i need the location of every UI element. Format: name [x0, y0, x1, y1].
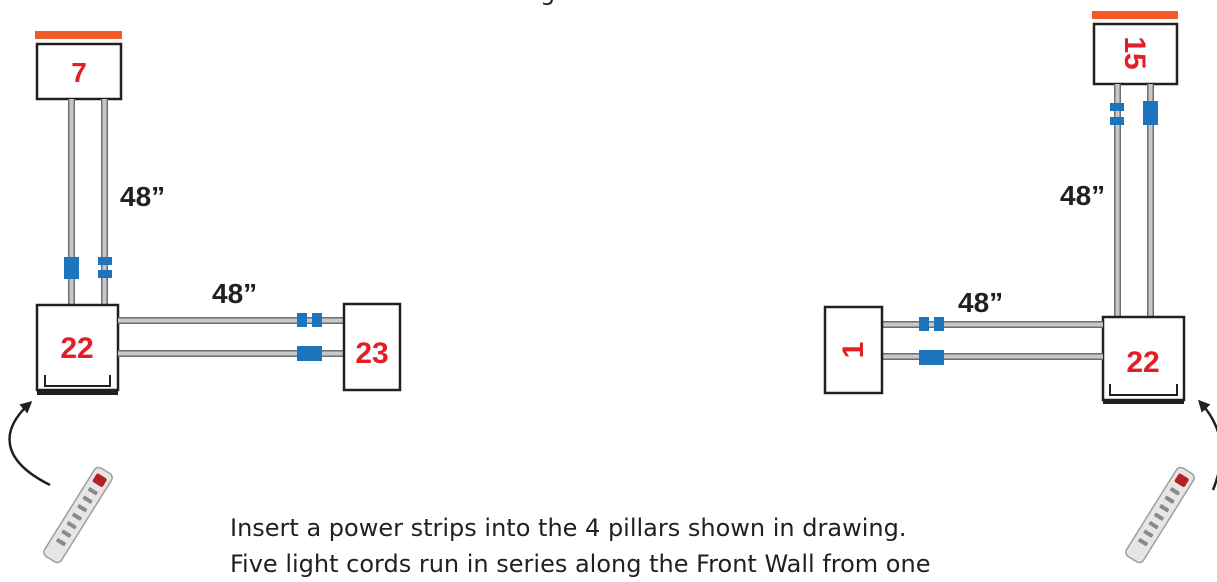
- left-vertical-span-label: 48”: [120, 181, 165, 212]
- right-horizontal-connector-split: [919, 317, 944, 331]
- instruction-line-2: Five light cords run in series along the…: [230, 550, 931, 578]
- pillar-15-label: 15: [1118, 36, 1151, 69]
- right-horizontal-cords: [882, 321, 1103, 360]
- pillar-7-label: 7: [71, 57, 87, 88]
- pillar-15: [1092, 22, 1179, 86]
- right-pillar-22-label: 22: [1126, 346, 1159, 379]
- right-horizontal-connector-plug: [919, 350, 944, 365]
- right-pillar-22: [1101, 315, 1186, 402]
- left-horizontal-connector-split: [297, 313, 322, 327]
- left-power-strip-icon: [41, 464, 115, 566]
- left-group: 7 48” 22 48”: [8, 31, 402, 566]
- left-horizontal-connector-plug: [297, 346, 322, 361]
- left-pillar-22-bracket: [44, 375, 111, 387]
- right-group: 15 48” 22 48”: [823, 11, 1217, 566]
- left-horizontal-span-label: 48”: [212, 278, 257, 309]
- left-pillar-22: [35, 303, 120, 392]
- left-vertical-cords: [68, 99, 108, 305]
- right-top-pillar-bar: [1092, 11, 1178, 19]
- top-text-fragment: g: [540, 0, 555, 6]
- right-pillar-22-base: [1103, 400, 1184, 404]
- left-vertical-connector-plug: [64, 257, 79, 279]
- pillar-1: [823, 305, 884, 395]
- left-top-pillar-bar: [35, 31, 122, 39]
- right-vertical-span-label: 48”: [1060, 180, 1105, 211]
- left-curved-arrow-icon: [8, 400, 51, 487]
- right-vertical-connector-plug: [1143, 101, 1158, 125]
- left-horizontal-cords: [118, 317, 344, 357]
- left-pillar-22-label: 22: [60, 332, 93, 365]
- pillar-1-label: 1: [837, 342, 870, 359]
- pillar-23-label: 23: [355, 337, 388, 370]
- left-pillar-22-base: [37, 391, 118, 395]
- pillar-23: [342, 302, 402, 392]
- left-vertical-connector-split: [98, 257, 112, 278]
- instruction-line-1: Insert a power strips into the 4 pillars…: [230, 514, 907, 542]
- right-horizontal-span-label: 48”: [958, 287, 1003, 318]
- right-vertical-connector-split: [1110, 103, 1124, 125]
- instructions-text: Insert a power strips into the 4 pillars…: [230, 510, 1130, 582]
- pillar-7: [35, 42, 123, 101]
- right-pillar-22-bracket: [1109, 384, 1178, 396]
- right-power-strip-icon: [1123, 464, 1197, 566]
- right-curved-arrow-icon: [1197, 399, 1217, 491]
- right-vertical-cords: [1114, 84, 1154, 317]
